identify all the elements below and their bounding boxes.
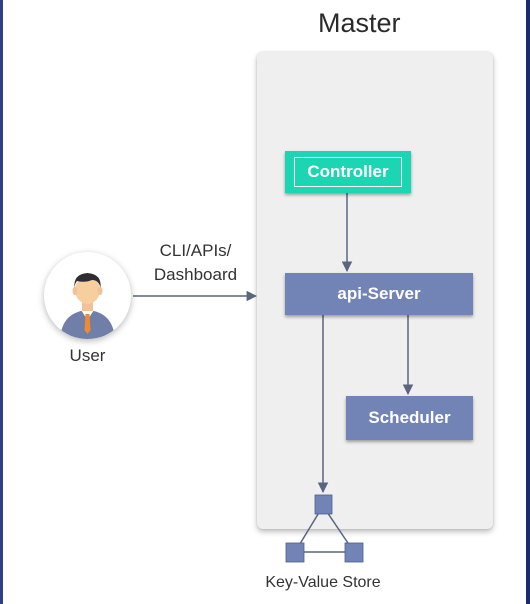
left-edge-border	[0, 0, 3, 604]
controller-label: Controller	[294, 157, 402, 187]
master-title: Master	[318, 8, 401, 38]
connection-label-line2: Dashboard	[153, 265, 238, 284]
controller-node: Controller	[285, 151, 411, 193]
user-avatar-icon	[60, 273, 115, 339]
user-label: User	[69, 346, 106, 365]
connection-label-line1: CLI/APIs/	[159, 241, 232, 260]
user-avatar	[44, 252, 131, 339]
right-edge-border	[526, 0, 530, 604]
connection-label: CLI/APIs/ Dashboard	[138, 239, 253, 287]
key-value-store-icon	[285, 494, 364, 563]
api-server-node: api-Server	[285, 273, 473, 315]
scheduler-node: Scheduler	[346, 396, 473, 440]
key-value-store-label: Key-Value Store	[265, 574, 381, 591]
api-server-label: api-Server	[337, 284, 421, 303]
scheduler-label: Scheduler	[368, 408, 451, 427]
